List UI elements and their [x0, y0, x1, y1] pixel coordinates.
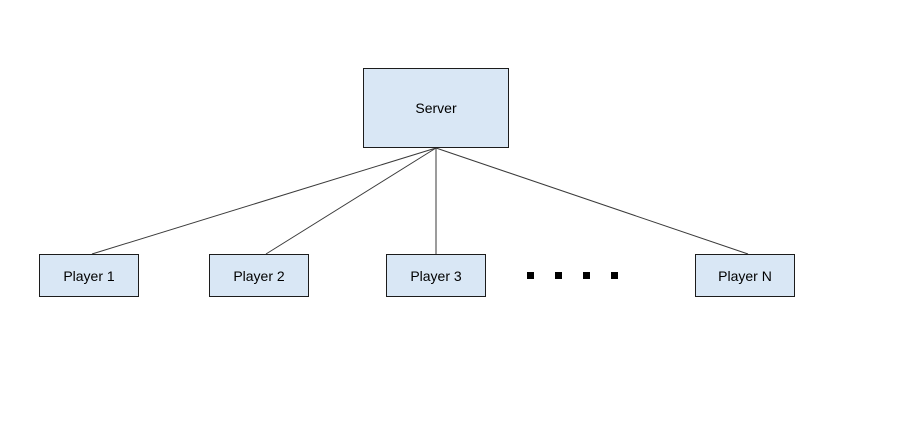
node-player-n-label: Player N: [718, 267, 772, 284]
ellipsis-dot: [527, 272, 534, 279]
node-player-n: Player N: [695, 254, 795, 297]
node-player-2-label: Player 2: [233, 267, 285, 284]
node-player-1: Player 1: [39, 254, 139, 297]
edge-server-player-1: [91, 147, 437, 255]
edge-server-player-n: [435, 147, 749, 255]
ellipsis-dot: [611, 272, 618, 279]
edge-server-player-2: [265, 147, 437, 255]
ellipsis-dots: [527, 272, 618, 279]
node-server: Server: [363, 68, 509, 148]
node-player-2: Player 2: [209, 254, 309, 297]
node-player-1-label: Player 1: [63, 267, 115, 284]
node-server-label: Server: [415, 100, 457, 116]
node-player-3-label: Player 3: [410, 267, 462, 284]
node-player-3: Player 3: [386, 254, 486, 297]
ellipsis-dot: [555, 272, 562, 279]
ellipsis-dot: [583, 272, 590, 279]
